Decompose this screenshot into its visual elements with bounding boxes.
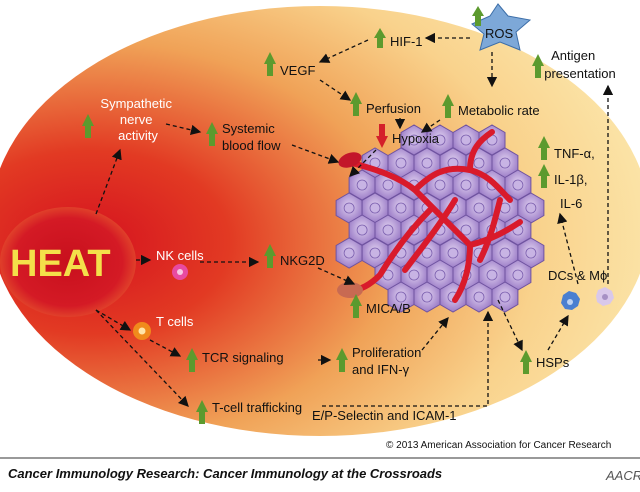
- ros-star: [471, 3, 532, 51]
- up-arrow-hif1: [374, 28, 386, 48]
- tumor-cell-cluster: [335, 124, 545, 313]
- tumor-cell-nucleus: [434, 269, 446, 281]
- up-arrow-trafficking: [196, 400, 208, 424]
- tumor-cell-nucleus: [473, 157, 485, 169]
- tumor-cell-nucleus: [473, 291, 485, 303]
- selectin-label: E/P-Selectin and ICAM-1: [312, 408, 457, 423]
- up-arrow-hsps: [520, 350, 532, 374]
- nk-cells-label: NK cells: [156, 248, 204, 263]
- nk-cell-core: [177, 269, 183, 275]
- micab-label: MICA/B: [366, 301, 411, 316]
- tumor-cell-nucleus: [499, 247, 511, 259]
- tumor-cell-nucleus: [460, 134, 472, 146]
- tumor-cell-nucleus: [421, 247, 433, 259]
- tumor-cell-nucleus: [343, 247, 355, 259]
- nkg2d-label: NKG2D: [280, 253, 325, 268]
- up-arrow-blood-flow: [206, 122, 218, 146]
- hif1-label: HIF-1: [390, 34, 423, 49]
- sympathetic-label: Sympathetic nerve activity: [100, 96, 175, 143]
- background-oval: [0, 6, 640, 436]
- tumor-cell-nucleus: [447, 247, 459, 259]
- cytokines-label: TNF-α, IL-1β, IL-6: [554, 146, 598, 211]
- dashed-arrows: [95, 32, 614, 407]
- tumor-cell-nucleus: [434, 179, 446, 191]
- tumor-cell-nucleus: [512, 179, 524, 191]
- tumor-cell-nucleus: [356, 224, 368, 236]
- tumor-cell-nucleus: [395, 157, 407, 169]
- proliferation-label: Proliferation and IFN-γ: [352, 345, 425, 377]
- heat-label: HEAT: [10, 243, 111, 285]
- up-arrow-tnf: [538, 136, 550, 160]
- tumor-cell-nucleus: [460, 224, 472, 236]
- tumor-cell-nucleus: [499, 291, 511, 303]
- up-arrow-ros: [472, 6, 484, 26]
- t-cell-core: [138, 327, 146, 335]
- vegf-label: VEGF: [280, 63, 315, 78]
- perfusion-label: Perfusion: [366, 101, 421, 116]
- up-arrow-sympathetic: [82, 114, 94, 138]
- tumor-cell-nucleus: [408, 269, 420, 281]
- macrophage-core: [602, 294, 608, 300]
- hypoxia-label: Hypoxia: [392, 131, 440, 146]
- tumor-cell-nucleus: [499, 157, 511, 169]
- tumor-cell-nucleus: [473, 202, 485, 214]
- tumor-cell-nucleus: [434, 134, 446, 146]
- tcr-label: TCR signaling: [202, 350, 284, 365]
- tumor-cell-nucleus: [421, 157, 433, 169]
- vessel-end-top: [338, 152, 362, 168]
- tumor-cell-nucleus: [395, 202, 407, 214]
- up-arrow-vegf: [264, 52, 276, 76]
- aacr-logo: AACR: [605, 468, 640, 483]
- tumor-cell-nucleus: [512, 269, 524, 281]
- up-arrow-tcr: [186, 348, 198, 372]
- dcs-macrophages-label: DCs & Mϕ: [548, 268, 607, 283]
- copyright-text: © 2013 American Association for Cancer R…: [386, 440, 611, 451]
- vessel-end-micab: [337, 282, 363, 298]
- up-arrow-perfusion: [350, 92, 362, 116]
- up-arrow-metabolic: [442, 94, 454, 118]
- tumor-cell-nucleus: [486, 269, 498, 281]
- tumor-cell-nucleus: [369, 202, 381, 214]
- tumor-cell-nucleus: [408, 134, 420, 146]
- antigen-label: Antigen presentation: [544, 48, 616, 81]
- dc-cell-core: [567, 299, 573, 305]
- hsps-label: HSPs: [536, 355, 570, 370]
- tumor-cell-nucleus: [525, 202, 537, 214]
- t-cells-label: T cells: [156, 314, 194, 329]
- trafficking-label: T-cell trafficking: [212, 400, 302, 415]
- up-arrow-antigen: [532, 54, 544, 78]
- heat-blob: [0, 207, 136, 317]
- tumor-cell-nucleus: [421, 291, 433, 303]
- down-arrow-hypoxia: [376, 124, 388, 148]
- tumor-cell-nucleus: [382, 179, 394, 191]
- tumor-cell-nucleus: [525, 247, 537, 259]
- footer-band: [0, 459, 640, 487]
- ros-label: ROS: [485, 26, 514, 41]
- up-arrow-nkg2d: [264, 244, 276, 268]
- metabolic-rate-label: Metabolic rate: [458, 103, 540, 118]
- blood-flow-label: Systemic blood flow: [222, 121, 281, 153]
- tumor-cell-nucleus: [343, 202, 355, 214]
- tumor-cell-nucleus: [356, 179, 368, 191]
- tumor-cell-nucleus: [382, 224, 394, 236]
- tumor-cell-nucleus: [369, 247, 381, 259]
- footer-journal-title: Cancer Immunology Research: Cancer Immun…: [8, 466, 442, 481]
- up-arrow-il1: [538, 164, 550, 188]
- up-arrow-micab: [350, 294, 362, 318]
- up-arrow-proliferation: [336, 348, 348, 372]
- blood-vessels: [345, 129, 523, 303]
- tumor-cell-nucleus: [395, 291, 407, 303]
- tumor-cell-nucleus: [460, 179, 472, 191]
